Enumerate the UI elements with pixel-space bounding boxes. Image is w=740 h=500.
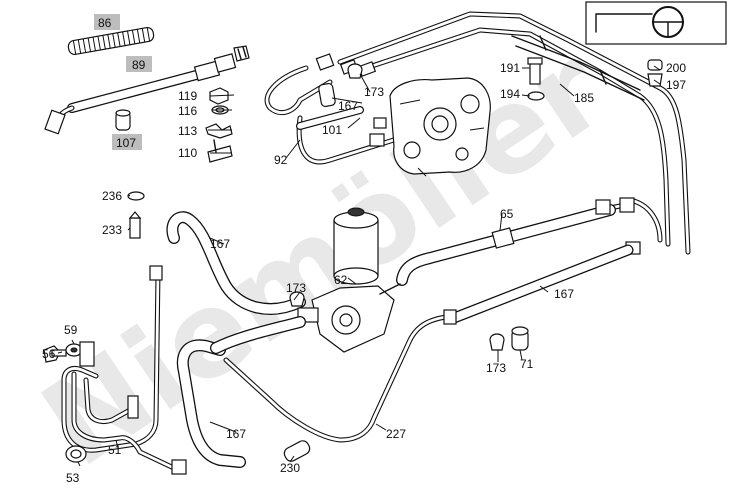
part-173-clamp-b xyxy=(289,291,305,307)
label-194[interactable]: 194 xyxy=(500,87,520,101)
label-236[interactable]: 236 xyxy=(102,189,122,203)
part-194-washer xyxy=(527,91,545,101)
label-89-highlight xyxy=(126,56,152,72)
label-167-top[interactable]: 167 xyxy=(338,99,358,113)
label-56[interactable]: 56 xyxy=(42,347,56,361)
label-53[interactable]: 53 xyxy=(66,471,80,485)
label-167-right[interactable]: 167 xyxy=(554,287,574,301)
part-233-screw xyxy=(128,211,142,239)
part-236-cap xyxy=(127,191,145,201)
part-86-protective-sleeve xyxy=(67,26,155,56)
part-167-short-hose-top xyxy=(318,82,336,108)
label-86-highlight xyxy=(94,14,120,30)
part-173-clamp-c xyxy=(489,333,505,351)
part-113-clamp xyxy=(205,123,233,139)
pipe-mounting-rail xyxy=(511,35,645,101)
label-173-pump[interactable]: 173 xyxy=(286,281,306,295)
label-227[interactable]: 227 xyxy=(386,427,406,441)
part-167-suction-hose xyxy=(166,211,306,315)
label-116[interactable]: 116 xyxy=(178,104,197,118)
label-233[interactable]: 233 xyxy=(102,223,122,237)
label-89[interactable]: 89 xyxy=(132,58,146,72)
part-53-seal-ring xyxy=(65,445,87,463)
label-92[interactable]: 92 xyxy=(274,153,288,167)
label-230[interactable]: 230 xyxy=(280,461,300,475)
label-200[interactable]: 200 xyxy=(666,61,686,75)
label-86[interactable]: 86 xyxy=(98,16,112,30)
part-101-hose xyxy=(296,106,364,130)
label-173-bottom[interactable]: 173 xyxy=(486,361,506,375)
steering-gear-box xyxy=(389,77,491,177)
part-197-bushing xyxy=(647,73,663,87)
label-107[interactable]: 107 xyxy=(116,136,136,150)
label-59[interactable]: 59 xyxy=(64,323,78,337)
part-230-sleeve xyxy=(283,440,311,462)
label-101[interactable]: 101 xyxy=(322,123,342,137)
label-119[interactable]: 119 xyxy=(178,89,197,103)
steering-wheel-icon xyxy=(595,6,684,38)
steering-wheel-inset xyxy=(585,1,727,45)
part-71-bushing xyxy=(511,326,529,351)
part-173-clamp-a xyxy=(347,63,363,79)
label-65[interactable]: 65 xyxy=(500,207,514,221)
label-185[interactable]: 185 xyxy=(574,91,594,105)
part-65-pressure-hose xyxy=(396,199,616,286)
part-51-pipe-bundle xyxy=(61,265,187,475)
label-71[interactable]: 71 xyxy=(520,357,534,371)
label-110[interactable]: 110 xyxy=(178,146,197,160)
label-62[interactable]: 62 xyxy=(334,273,348,287)
part-167-return-hose xyxy=(448,244,634,324)
part-167-lower-hose xyxy=(176,316,306,468)
label-197[interactable]: 197 xyxy=(666,78,686,92)
part-191-bolt xyxy=(527,57,543,85)
part-89-pressure-hose xyxy=(44,45,250,135)
label-113[interactable]: 113 xyxy=(178,124,197,138)
leader-lines xyxy=(57,65,661,467)
part-227-line xyxy=(223,309,457,443)
label-191[interactable]: 191 xyxy=(500,61,520,75)
label-173-top[interactable]: 173 xyxy=(364,85,384,99)
part-107-sleeve xyxy=(115,109,131,131)
label-167-left[interactable]: 167 xyxy=(210,237,230,251)
part-62-power-steering-pump xyxy=(297,207,401,353)
label-107-highlight xyxy=(112,134,142,150)
part-110-bracket xyxy=(207,139,233,163)
label-167-bottom[interactable]: 167 xyxy=(226,427,246,441)
part-200-grommet xyxy=(647,59,663,71)
label-51[interactable]: 51 xyxy=(108,443,122,457)
